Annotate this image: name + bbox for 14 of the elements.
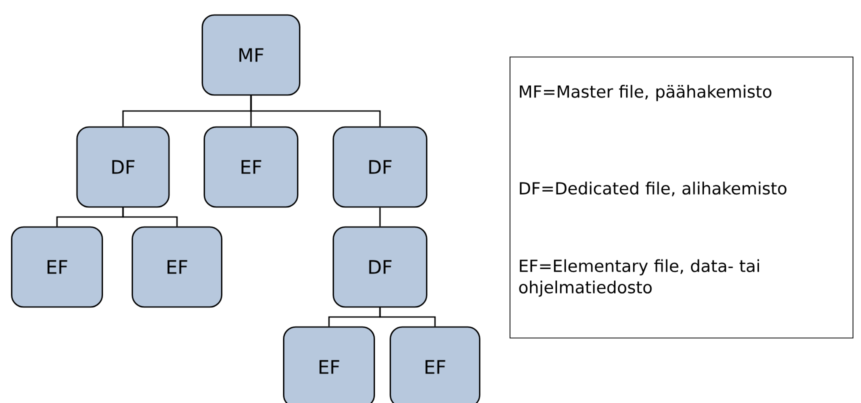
connector-line bbox=[250, 96, 381, 126]
file-box: EF bbox=[390, 326, 480, 403]
connector-line bbox=[379, 208, 381, 226]
file-box: DF bbox=[332, 226, 428, 308]
file-box: EF bbox=[283, 326, 375, 403]
file-box: DF bbox=[76, 126, 170, 208]
connector-line bbox=[379, 308, 436, 326]
file-box: EF bbox=[132, 226, 222, 308]
file-box: MF bbox=[202, 14, 300, 96]
file-box: EF bbox=[204, 126, 298, 208]
file-box: DF bbox=[332, 126, 428, 208]
file-box: EF bbox=[11, 226, 104, 308]
connector-line bbox=[122, 208, 178, 226]
legend-box: MF=Master file, päähakemisto DF=Dedicated file, alihakemisto EF=Elementary file, data- tai ohjelmatiedosto bbox=[510, 56, 854, 338]
